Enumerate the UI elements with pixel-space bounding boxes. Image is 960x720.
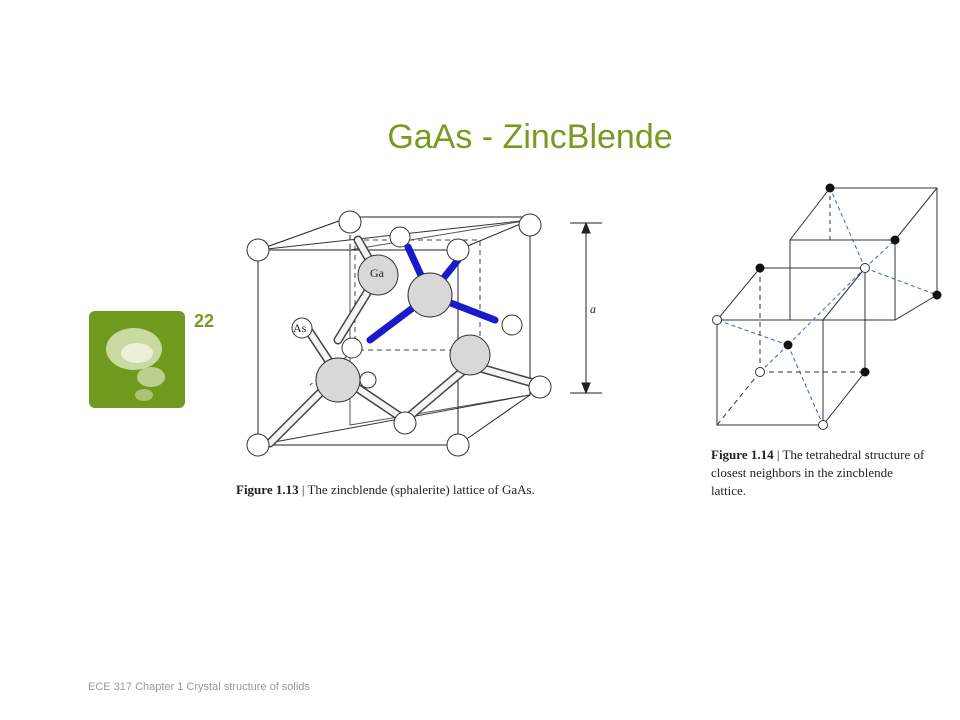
zincblende-lattice-figure: Ga As a	[246, 210, 602, 457]
label-ga: Ga	[370, 266, 385, 280]
caption-figure-1-14-number: Figure 1.14	[711, 447, 774, 462]
caption-figure-1-13-sep: |	[301, 482, 305, 497]
caption-figure-1-13: Figure 1.13 | The zincblende (sphalerite…	[236, 482, 535, 498]
slide-title: GaAs - ZincBlende	[387, 118, 673, 156]
slide-footer: ECE 317 Chapter 1 Crystal structure of s…	[88, 681, 310, 693]
caption-figure-1-13-number: Figure 1.13	[236, 482, 299, 497]
tetrahedral-structure-figure	[712, 183, 942, 430]
caption-figure-1-13-text: The zincblende (sphalerite) lattice of G…	[307, 482, 535, 497]
caption-figure-1-14: Figure 1.14 | The tetrahedral structure …	[711, 446, 926, 500]
caption-figure-1-14-text: The tetrahedral structure of closest nei…	[711, 447, 925, 498]
caption-figure-1-14-sep: |	[776, 447, 780, 462]
slide-number: 22	[194, 311, 215, 331]
slide-badge	[89, 311, 185, 408]
label-a: a	[590, 302, 596, 316]
label-as: As	[293, 321, 307, 335]
thought-bubble-icon	[106, 328, 165, 401]
